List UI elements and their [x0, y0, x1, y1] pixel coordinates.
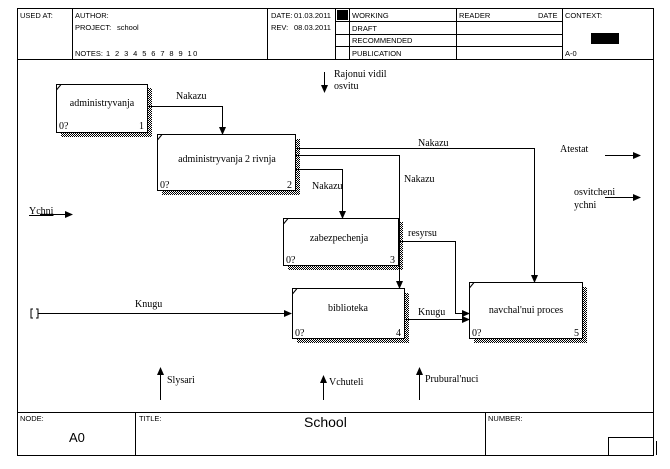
rev-label: REV:	[271, 23, 288, 32]
knugu-tunnel-bracket	[30, 308, 39, 319]
activity-box-1[interactable]	[56, 84, 153, 138]
activity-box-4[interactable]	[292, 288, 410, 344]
context-node: A-0	[565, 49, 577, 58]
arrow-nakazu-2-3	[295, 169, 346, 219]
box-1-label: administryvanja	[70, 98, 135, 109]
status-recommended: RECOMMENDED	[352, 36, 413, 45]
box-4-number: 4	[396, 328, 401, 339]
box-2-number: 2	[287, 180, 292, 191]
used-at-label: USED AT:	[20, 11, 53, 20]
label-prubural: Prubural'nuci	[425, 374, 479, 385]
label-nakazu-1: Nakazu	[176, 91, 207, 102]
label-nakazu-2: Nakazu	[418, 138, 449, 149]
label-nakazu-3: Nakazu	[312, 181, 343, 192]
box-2-label: administryvanja 2 rivnja	[178, 154, 276, 165]
node-value: A0	[69, 430, 85, 445]
node-label: NODE:	[20, 414, 44, 423]
activity-box-5[interactable]	[469, 282, 588, 344]
box-1-number: 1	[139, 121, 144, 132]
rev-value: 08.03.2011	[294, 23, 331, 32]
date-value: 01.03.2011	[294, 11, 331, 20]
notes-label: NOTES:	[75, 49, 103, 58]
box-1-cost: 0?	[59, 121, 69, 132]
label-resyrsu: resyrsu	[408, 228, 437, 239]
label-ychni-input: Ychni	[29, 206, 54, 217]
box-4-label: biblioteka	[328, 303, 369, 314]
label-slysari: Slysari	[167, 375, 195, 386]
label-vchuteli: Vchuteli	[329, 377, 364, 388]
status-working: WORKING	[352, 11, 389, 20]
box-3-number: 3	[390, 255, 395, 266]
arrow-nakazu-2-5	[295, 148, 538, 283]
arrows	[38, 72, 641, 400]
activity-box-3[interactable]	[283, 218, 404, 271]
arrow-nakazu-1-2	[147, 106, 226, 135]
box-5-number: 5	[574, 328, 579, 339]
label-ychni-output: ychni	[574, 200, 596, 211]
label-osvitu: osvitu	[334, 81, 358, 92]
label-knugu-input: Knugu	[135, 299, 162, 310]
date-label: DATE:	[271, 11, 293, 20]
status-draft: DRAFT	[352, 24, 377, 33]
box-3-label: zabezpechenja	[310, 233, 369, 244]
box-4-cost: 0?	[295, 328, 305, 339]
header-grid	[17, 8, 654, 60]
activity-box-2[interactable]	[157, 134, 301, 196]
status-publication: PUBLICATION	[352, 49, 401, 58]
box-2-cost: 0?	[160, 180, 170, 191]
footer-grid	[17, 412, 654, 456]
context-label: CONTEXT:	[565, 11, 602, 20]
label-rajonui-vidil: Rajonui vidil	[334, 69, 387, 80]
context-node-marker	[591, 33, 619, 44]
label-nakazu-4: Nakazu	[404, 174, 435, 185]
label-knugu-mid: Knugu	[418, 307, 445, 318]
label-atestat: Atestat	[560, 144, 589, 155]
working-status-marker	[337, 10, 348, 20]
project-label: PROJECT:	[75, 23, 111, 32]
notes-numbers: 1 2 3 4 5 6 7 8 9 10	[106, 49, 199, 58]
reader-label: READER	[459, 11, 491, 20]
title-value: School	[304, 414, 347, 430]
author-label: AUTHOR:	[75, 11, 109, 20]
arrow-resyrsu	[398, 241, 470, 317]
title-label: TITLE:	[139, 414, 162, 423]
box-5-cost: 0?	[472, 328, 482, 339]
number-label: NUMBER:	[488, 414, 523, 423]
box-5-label: navchal'nui proces	[489, 305, 563, 316]
project-value: school	[117, 23, 139, 32]
box-3-cost: 0?	[286, 255, 296, 266]
label-osvitcheni: osvitcheni	[574, 187, 615, 198]
date2-label: DATE	[538, 11, 557, 20]
